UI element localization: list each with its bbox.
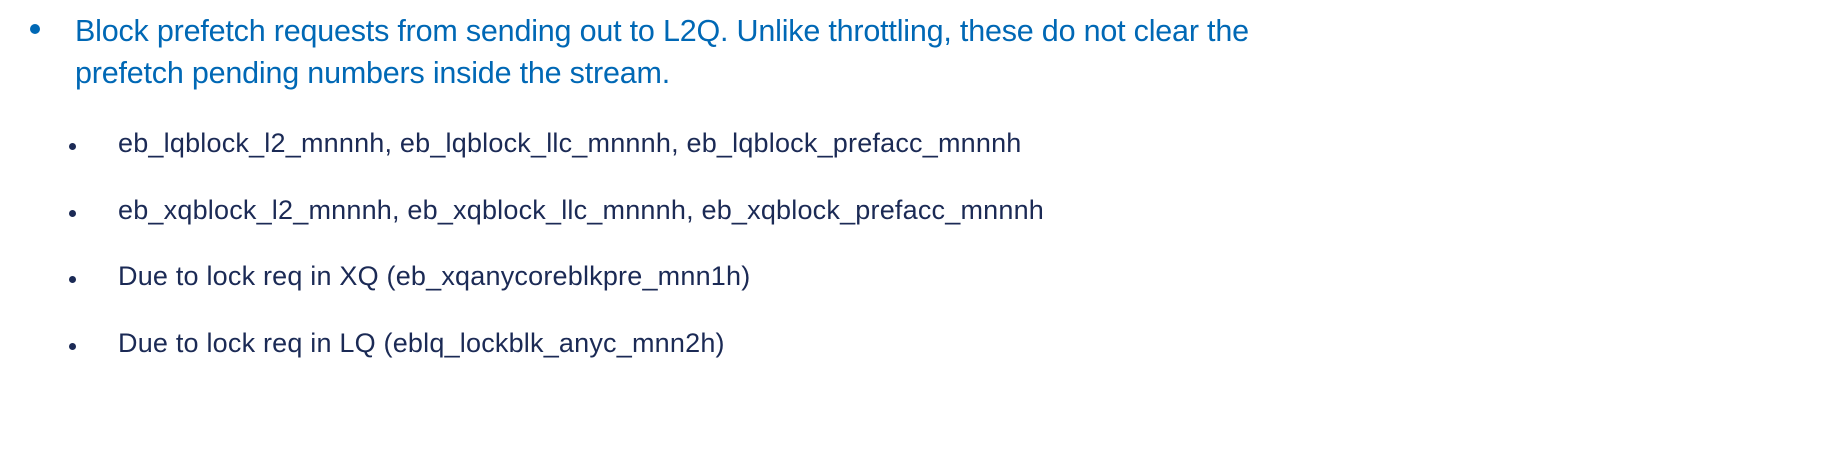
bullet-icon [30,24,40,34]
sub-bullet-text: Due to lock req in LQ (eblq_lockblk_anyc… [118,328,725,358]
sub-bullet-text: eb_lqblock_l2_mnnnh, eb_lqblock_llc_mnnn… [118,128,1022,158]
sub-bullet-text: eb_xqblock_l2_mnnnh, eb_xqblock_llc_mnnn… [118,195,1045,225]
bullet-icon [69,343,76,350]
sub-bullet-text: Due to lock req in XQ (eb_xqanycoreblkpr… [118,261,751,291]
bullet-icon [69,276,76,283]
bullet-icon [69,143,76,150]
main-bullet-line-1: Block prefetch requests from sending out… [75,14,1249,48]
bullet-icon [69,210,76,217]
main-bullet-line-2: prefetch pending numbers inside the stre… [75,56,670,90]
